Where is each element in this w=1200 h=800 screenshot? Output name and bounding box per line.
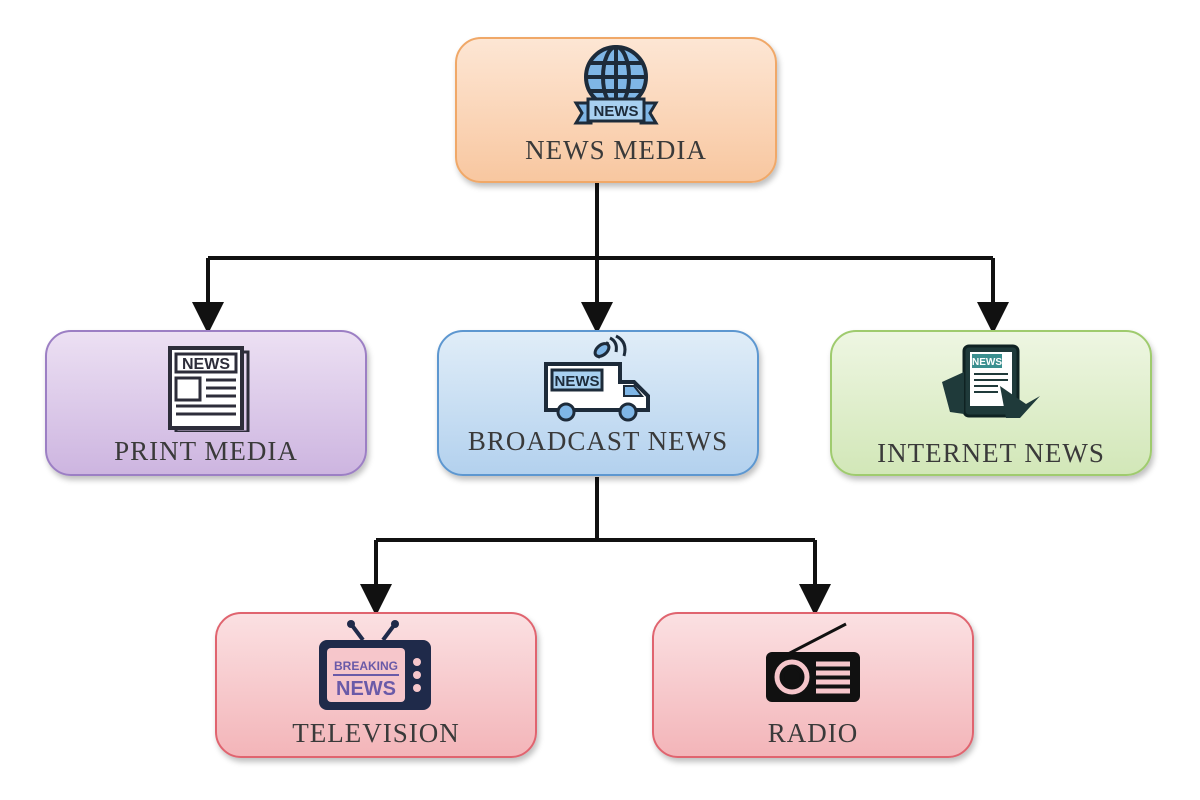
svg-text:BREAKING: BREAKING bbox=[334, 659, 398, 673]
radio-icon bbox=[766, 622, 860, 702]
svg-text:NEWS: NEWS bbox=[594, 103, 639, 120]
svg-text:NEWS: NEWS bbox=[182, 356, 230, 373]
node-label: RADIO bbox=[767, 718, 859, 748]
node-label: BROADCAST NEWS bbox=[467, 426, 729, 456]
node-television: BREAKING NEWS TELEVISION bbox=[215, 612, 537, 758]
node-news-media: NEWS NEWS MEDIA bbox=[455, 37, 777, 183]
node-radio: RADIO bbox=[652, 612, 974, 758]
tv-icon: BREAKING NEWS bbox=[319, 620, 431, 710]
tablet-news-icon: NEWS bbox=[942, 344, 1040, 418]
news-van-icon: NEWS bbox=[544, 334, 650, 422]
edge-root-trunk bbox=[208, 183, 993, 260]
node-broadcast-news: NEWS BROADCAST NEWS bbox=[437, 330, 759, 476]
newspaper-icon: NEWS bbox=[168, 346, 250, 432]
svg-text:NEWS: NEWS bbox=[972, 357, 1002, 368]
node-print-media: NEWS PRINT MEDIA bbox=[45, 330, 367, 476]
node-label: TELEVISION bbox=[292, 718, 460, 748]
edge-broadcast-trunk bbox=[376, 477, 815, 542]
node-label: PRINT MEDIA bbox=[114, 436, 298, 466]
svg-text:NEWS: NEWS bbox=[555, 373, 600, 390]
svg-text:NEWS: NEWS bbox=[336, 678, 396, 700]
node-label: NEWS MEDIA bbox=[525, 135, 707, 165]
node-label: INTERNET NEWS bbox=[877, 438, 1105, 468]
node-internet-news: NEWS INTERNET NEWS bbox=[830, 330, 1152, 476]
globe-news-icon: NEWS bbox=[573, 45, 659, 125]
